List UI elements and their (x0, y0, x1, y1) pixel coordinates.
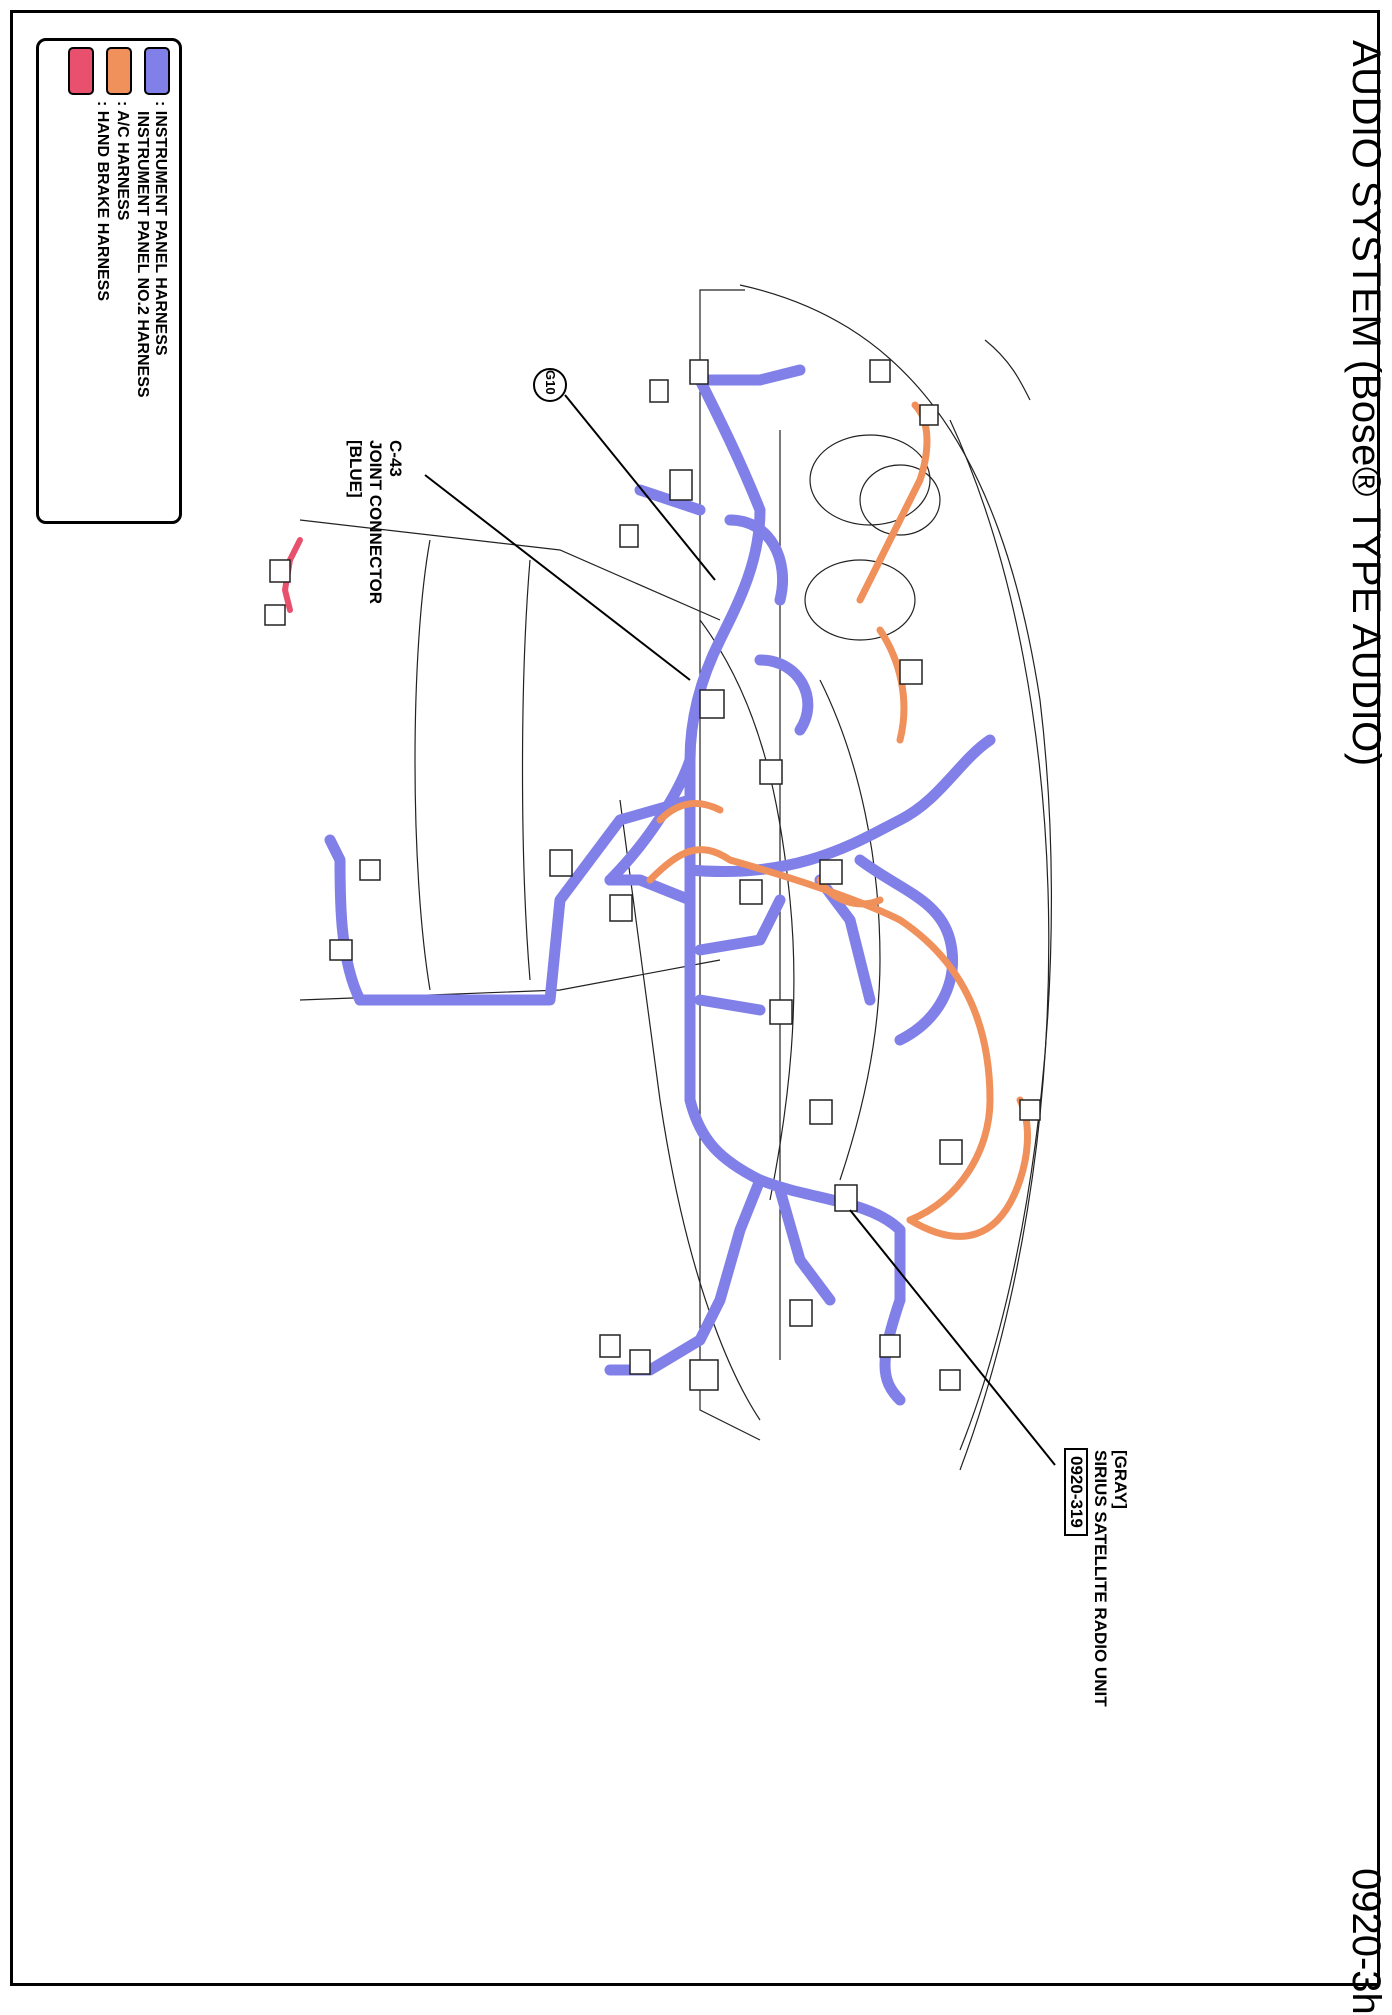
sirius-unit-code: 0920-319 (1064, 1448, 1088, 1536)
ground-g10-symbol (533, 368, 567, 402)
legend: : INSTRUMENT PANEL HARNESS INSTRUMENT PA… (36, 38, 182, 524)
connector (759, 759, 783, 785)
connector (939, 1369, 961, 1391)
ac-harness (646, 401, 1031, 1240)
connectors (264, 359, 1041, 1391)
connector (669, 469, 693, 501)
connector (919, 404, 939, 426)
connector (549, 849, 573, 877)
connector (629, 1349, 651, 1375)
hand-brake-harness-swatch (68, 47, 94, 95)
joint-connector-name: JOINT CONNECTOR (366, 440, 385, 605)
connector (269, 559, 291, 583)
connector (809, 1099, 833, 1125)
connector (649, 379, 669, 403)
leader-lines (424, 394, 1056, 1466)
connector (689, 359, 709, 385)
connector (1019, 1099, 1041, 1121)
connector (264, 604, 286, 626)
instrument-panel-harness (324, 364, 996, 1406)
connector (789, 1299, 813, 1327)
dashboard-outline (299, 284, 1053, 1471)
connector (869, 359, 891, 383)
sirius-unit-code-wrap: 0920-319 (1064, 1448, 1088, 1536)
connector (329, 939, 353, 961)
connector (689, 1359, 719, 1391)
connector (609, 894, 633, 922)
connector (739, 879, 763, 905)
joint-connector-code: C-43 (386, 440, 405, 477)
connector (879, 1334, 901, 1358)
page-frame (10, 10, 1380, 1986)
connector (899, 659, 923, 685)
joint-connector-color: [BLUE] (346, 440, 365, 498)
connector (599, 1334, 621, 1358)
instrument-panel-harness-swatch (144, 47, 170, 95)
connector (834, 1184, 858, 1212)
ground-label-g10: G10 (543, 370, 558, 395)
ac-harness-swatch (106, 47, 132, 95)
sirius-unit-color: [GRAY] (1111, 1450, 1130, 1509)
connector (769, 999, 793, 1025)
connector (939, 1139, 963, 1165)
connector (619, 524, 639, 548)
connector (819, 859, 843, 885)
connector (359, 859, 381, 881)
connector (699, 689, 725, 719)
sirius-unit-name: SIRIUS SATELLITE RADIO UNIT (1091, 1450, 1110, 1707)
